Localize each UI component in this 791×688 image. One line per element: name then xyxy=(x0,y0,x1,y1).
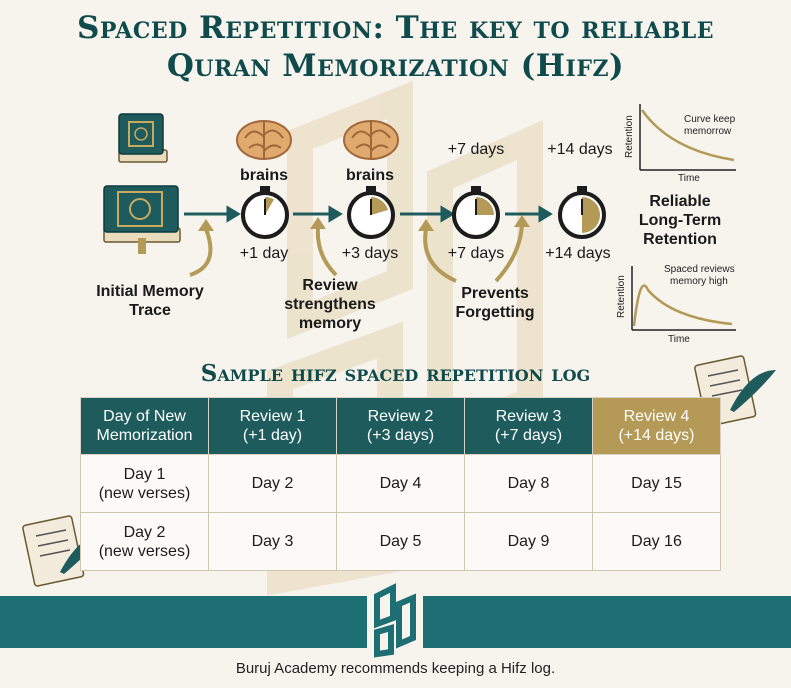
header-review-2: Review 2 (+3 days) xyxy=(336,397,465,455)
prevents-label: Prevents Forgetting xyxy=(455,285,535,321)
log-title: Sample hifz spaced repetition log xyxy=(200,360,591,387)
stopwatch-icon xyxy=(241,186,289,239)
initial-memory-label: Initial Memory Trace xyxy=(96,283,204,319)
spaced-review-graph: Retention Time Spaced reviews memory hig… xyxy=(616,264,736,345)
table-cell: Day 5 xyxy=(336,512,465,571)
stopwatch-icon xyxy=(452,186,500,239)
top-day-label: +7 days xyxy=(447,141,505,158)
stopwatch-icon xyxy=(347,186,395,239)
day-label: +14 days xyxy=(545,245,611,262)
day-label: +7 days xyxy=(447,245,505,262)
header-review-4: Review 4 (+14 days) xyxy=(592,397,721,455)
brain-icon xyxy=(343,120,399,160)
graph-annotation-line: memorrow xyxy=(684,126,732,137)
hifz-log-table: Day of New Memorization Review 1 (+1 day… xyxy=(80,397,721,571)
brain-icon xyxy=(236,120,292,160)
reliable-label: Reliable Long-Term Retention xyxy=(638,193,722,248)
table-cell: Day 2 (new verses) xyxy=(80,512,209,571)
brain-label: brains xyxy=(345,167,394,184)
day-label: +3 days xyxy=(341,245,399,262)
academy-logo xyxy=(367,580,423,658)
header-day-of-new-memorization: Day of New Memorization xyxy=(80,397,209,455)
table-cell: Day 8 xyxy=(464,454,593,513)
graph-annotation-line: Spaced reviews xyxy=(664,264,735,275)
graph-annotation-line: Curve keep xyxy=(684,114,736,125)
graph-ylabel: Retention xyxy=(616,275,627,318)
graph-xlabel: Time xyxy=(678,173,700,182)
top-day-label: +14 days xyxy=(547,141,613,158)
table-cell: Day 2 xyxy=(208,454,337,513)
table-cell: Day 1 (new verses) xyxy=(80,454,209,513)
graph-annotation-line: memory high xyxy=(670,276,728,287)
title-line-2: Quran Memorization (Hifz) xyxy=(166,48,625,84)
table-cell: Day 16 xyxy=(592,512,721,571)
pointer-arrows xyxy=(189,215,530,283)
stopwatch-icon xyxy=(558,186,606,239)
forgetting-curve-graph: Retention Time Curve keep memorrow xyxy=(624,104,736,182)
header-review-1: Review 1 (+1 day) xyxy=(208,397,337,455)
graph-xlabel: Time xyxy=(668,334,690,345)
review-label: Review strengthens memory xyxy=(284,277,376,332)
table-row: Day 1 (new verses) Day 2 Day 4 Day 8 Day… xyxy=(80,454,721,513)
table-cell: Day 3 xyxy=(208,512,337,571)
day-label: +1 day xyxy=(239,245,289,262)
table-cell: Day 15 xyxy=(592,454,721,513)
graph-ylabel: Retention xyxy=(624,115,635,158)
brain-label: brains xyxy=(239,167,288,184)
table-cell: Day 4 xyxy=(336,454,465,513)
table-cell: Day 9 xyxy=(464,512,593,571)
title-line-1: Spaced Repetition: The key to reliable xyxy=(76,10,715,46)
footer-text: Buruj Academy recommends keeping a Hifz … xyxy=(235,660,556,677)
open-quran-book-icon xyxy=(103,185,181,254)
timeline-arrows xyxy=(184,205,553,223)
table-row: Day 2 (new verses) Day 3 Day 5 Day 9 Day… xyxy=(80,512,721,571)
quran-book-icon xyxy=(118,113,168,163)
header-review-3: Review 3 (+7 days) xyxy=(464,397,593,455)
